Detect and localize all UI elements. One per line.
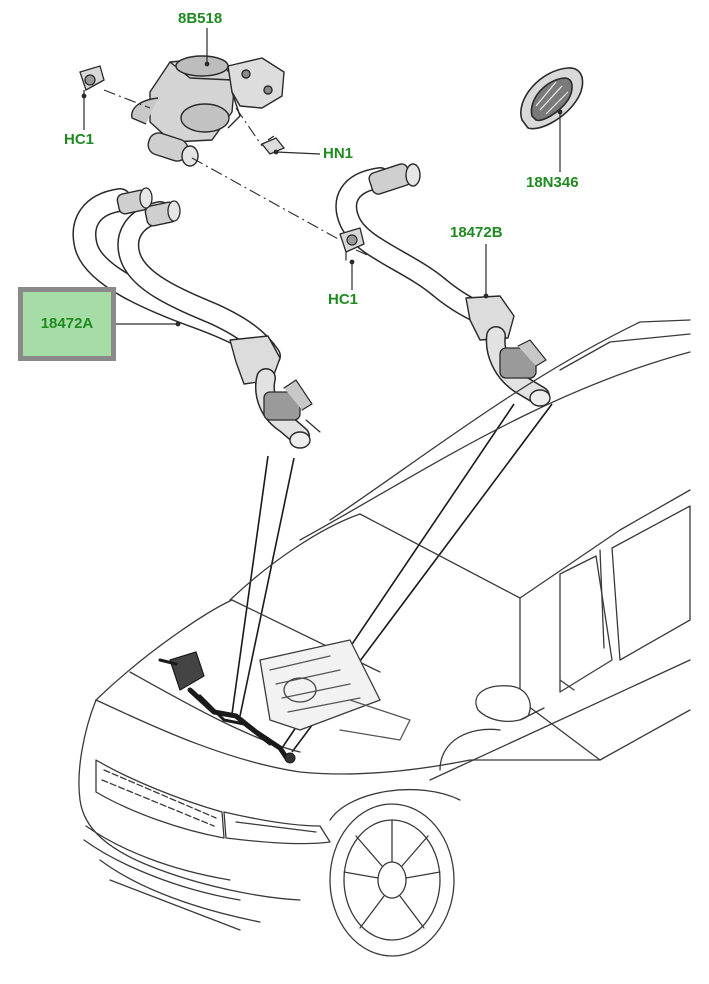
installed-hoses <box>158 651 296 764</box>
hose-b-part <box>335 163 551 407</box>
vehicle-outline <box>78 319 691 957</box>
hose-a-part <box>72 187 321 449</box>
callout-hose-a-label: 18472A <box>40 315 94 332</box>
callout-clamp-top-label: HC1 <box>64 131 95 148</box>
callout-leaders <box>83 28 561 325</box>
callout-dots <box>81 61 563 327</box>
callout-grommet-label: 18N346 <box>526 174 579 191</box>
nut-part <box>260 135 286 155</box>
highlight-fill: 18472A <box>23 292 111 356</box>
grommet-part <box>520 67 584 130</box>
pump-part <box>131 55 285 167</box>
highlighted-callout-box[interactable]: 18472A <box>18 287 116 361</box>
clamp-top-part <box>79 65 105 96</box>
alignment-lines <box>103 89 421 279</box>
callout-pump-label: 8B518 <box>178 10 223 27</box>
callout-nut-label: HN1 <box>323 145 354 162</box>
callout-clamp-mid-label: HC1 <box>328 291 359 308</box>
callout-hose-b-label: 18472B <box>450 224 503 241</box>
